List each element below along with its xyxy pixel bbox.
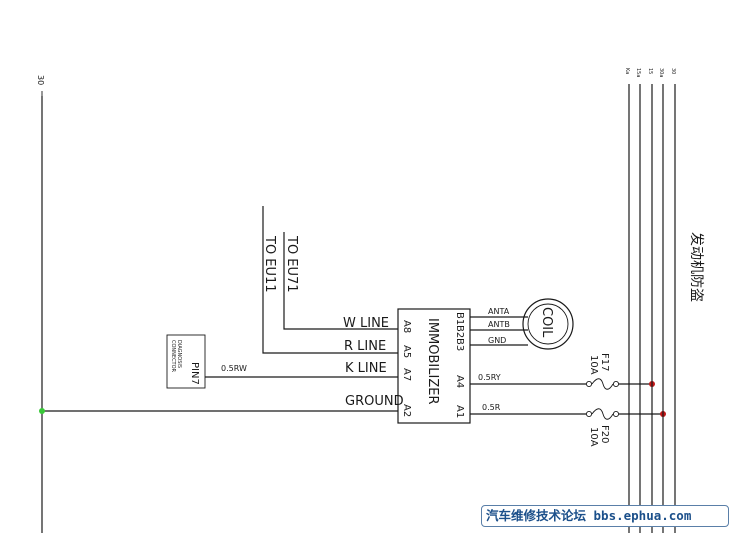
a4-wire-code: 0.5RY [478, 373, 501, 382]
immobilizer-label: IMMOBILIZER [425, 318, 440, 404]
rail-30-label: 30 [36, 75, 45, 85]
forum-watermark: 汽车维修技术论坛 bbs.ephua.com [481, 505, 729, 527]
bus-label-30: 30 [670, 68, 676, 74]
w-line-wire [283, 232, 398, 330]
w-line-label: W LINE [343, 316, 389, 331]
f20-id: F20 [599, 425, 610, 443]
r-line-label: R LINE [344, 339, 386, 354]
coil-label: COIL [539, 307, 554, 338]
f17-rating: 10A [588, 355, 599, 375]
r-line-wire [262, 206, 398, 354]
fuse-f17-terminal-b [612, 380, 620, 388]
pin-b3: B3 [454, 338, 465, 351]
pin-a8: A8 [401, 320, 412, 333]
fuse-f20 [591, 408, 614, 420]
bus-label-15a: 15a [635, 68, 641, 77]
ground-label: GROUND [345, 394, 404, 409]
fuse-f20-terminal-b [612, 410, 620, 418]
coil-gnd-label: GND [488, 336, 506, 345]
diagram-title: 发动机防盗 [688, 232, 704, 302]
fuse-f17-terminal-a [585, 380, 593, 388]
f17-id: F17 [599, 353, 610, 371]
coil [522, 298, 574, 350]
pin-a5: A5 [401, 345, 412, 358]
pin-a7: A7 [401, 368, 412, 381]
pin-a1: A1 [454, 405, 465, 418]
bus-label-15: 15 [647, 68, 653, 74]
diag-pin-label: PIN7 [189, 362, 200, 385]
to-eu11-label: TO EU11 [262, 235, 277, 293]
f20-rating: 10A [588, 427, 599, 447]
k-line-label: K LINE [345, 361, 387, 376]
pin-a2: A2 [401, 404, 412, 417]
diag-text-2: CONNECTOR [170, 340, 176, 373]
pin-b2: B2 [454, 325, 465, 338]
diag-text-1: DIAGNOSIS [176, 340, 182, 368]
ground-node [39, 408, 45, 414]
diagnosis-connector [166, 334, 206, 389]
fuse-f17 [591, 378, 614, 390]
pin-a4: A4 [454, 375, 465, 388]
k-wire-code: 0.5RW [221, 364, 247, 373]
coil-inner [527, 303, 569, 345]
bus-label-ka: Ka [624, 68, 630, 74]
to-eu71-label: TO EU71 [284, 235, 299, 293]
pin-b1: B1 [454, 312, 465, 325]
ant-b-label: ANTB [488, 320, 510, 329]
a1-wire-code: 0.5R [482, 403, 501, 412]
ant-a-label: ANTA [488, 307, 510, 316]
fuse-f20-terminal-a [585, 410, 593, 418]
bus-label-30a: 30a [658, 68, 664, 77]
immobilizer-module [397, 308, 471, 424]
